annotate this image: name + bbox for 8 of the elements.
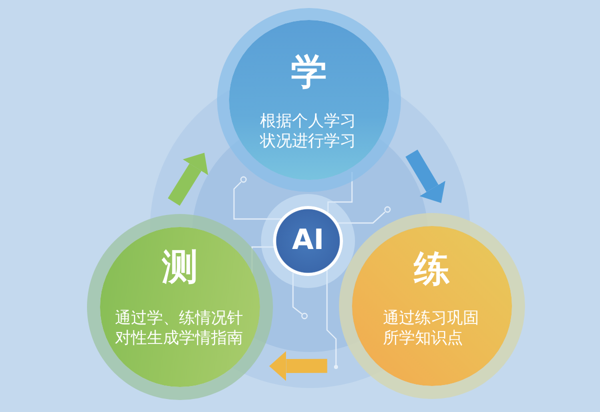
heading: 练 <box>414 252 450 288</box>
description: 通过学、练情况针对性生成学情指南 <box>115 308 244 348</box>
description: 根据个人学习状况进行学习 <box>260 111 357 151</box>
description: 通过练习巩固所学知识点 <box>383 308 480 348</box>
center-label: AI <box>292 226 324 254</box>
heading: 测 <box>162 250 198 286</box>
arrow <box>269 351 328 382</box>
heading: 学 <box>291 55 327 91</box>
